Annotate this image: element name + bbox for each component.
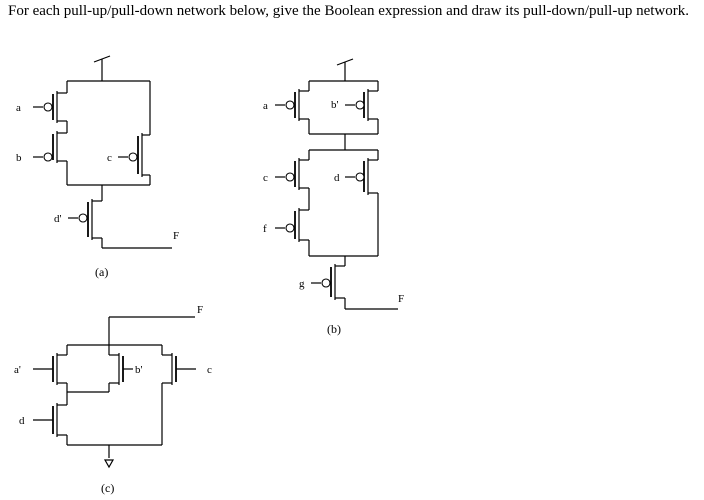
circuit-a-caption: (a) xyxy=(95,265,108,279)
circuit-b: a b' c d f g F (b) xyxy=(263,58,404,336)
circuit-c-output: F xyxy=(197,304,203,316)
circuit-b-input-g: g xyxy=(299,278,305,290)
circuit-c-input-c: c xyxy=(207,364,212,376)
circuit-b-input-c: c xyxy=(263,172,268,184)
circuit-a-input-c: c xyxy=(107,152,112,164)
circuit-c-caption: (c) xyxy=(101,481,114,495)
circuit-c-input-b-prime: b' xyxy=(135,364,143,376)
circuit-a-input-b: b xyxy=(16,152,22,164)
circuit-b-caption: (b) xyxy=(327,322,341,336)
circuit-c: a' b' c d F (c) xyxy=(14,304,212,495)
circuit-a: a b c d' F (a) xyxy=(16,55,179,279)
circuit-c-input-d: d xyxy=(19,415,25,427)
circuit-b-input-f: f xyxy=(263,223,267,235)
circuit-a-input-a: a xyxy=(16,102,21,114)
circuit-c-input-a-prime: a' xyxy=(14,364,21,376)
circuit-a-output: F xyxy=(173,230,179,242)
question-text: For each pull-up/pull-down network below… xyxy=(8,3,689,19)
circuit-b-output: F xyxy=(398,293,404,305)
circuit-b-input-a: a xyxy=(263,100,268,112)
circuit-a-input-d-prime: d' xyxy=(54,213,62,225)
circuit-b-input-d: d xyxy=(334,172,340,184)
circuit-b-input-b-prime: b' xyxy=(331,99,339,111)
